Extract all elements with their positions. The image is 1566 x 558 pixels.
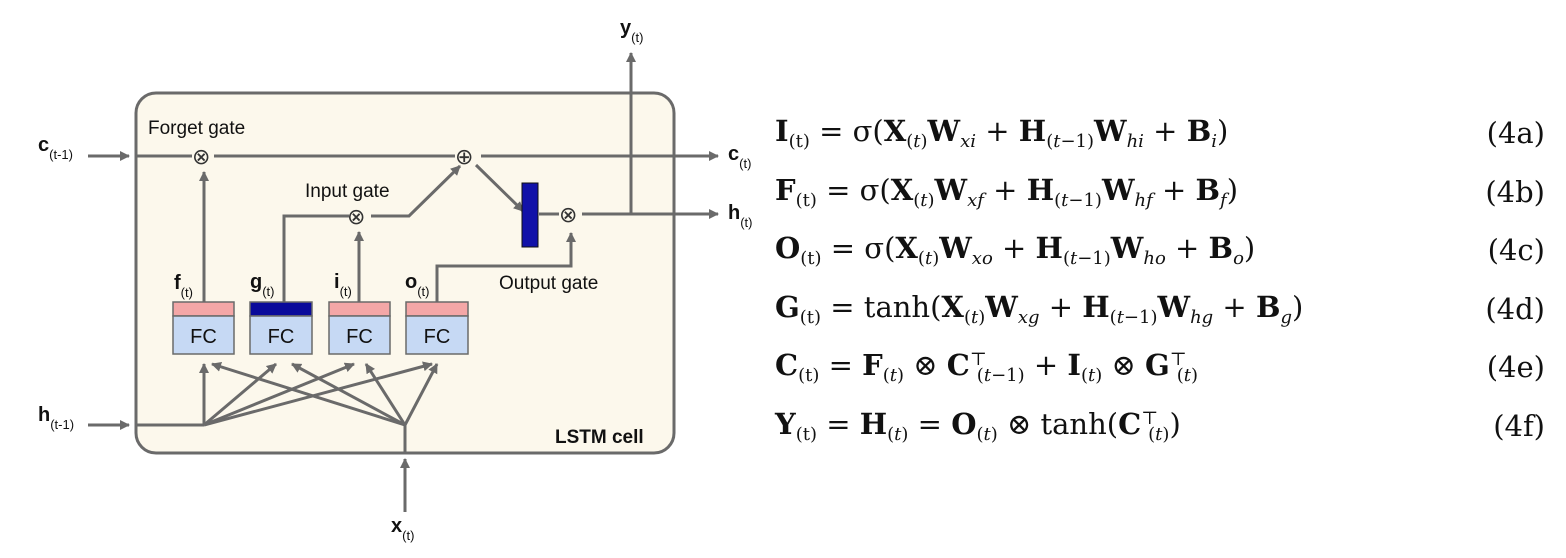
forget-multiply-operator: ⊗ [192,145,210,170]
equations-block: I(t) = σ(X(t)Wxi + H(t−1)Whi + Bi) (4a) … [775,104,1545,455]
equation-number: (4b) [1485,174,1545,209]
fc-label: FC [424,326,451,348]
lstm-cell-diagram: LSTM cell [38,17,753,543]
fc-label: FC [268,326,295,348]
lstm-cell-label: LSTM cell [555,427,644,448]
input-multiply-operator: ⊗ [347,205,365,230]
equation-row-4b: F(t) = σ(X(t)Wxf + H(t−1)Whf + Bf) (4b) [775,163,1545,222]
equation-number: (4a) [1486,116,1545,151]
input-h-prev-label: h(t-1) [38,404,74,432]
equation-number: (4c) [1487,233,1545,268]
add-operator: ⊕ [455,145,473,170]
equation-number: (4d) [1485,291,1545,326]
input-x-label: x(t) [391,515,414,543]
equation-output: Y(t) = H(t) = O(t) ⊗ tanh(C⊤(t)) [775,406,1181,445]
fc-label: FC [346,326,373,348]
output-c-label: c(t) [728,143,751,171]
equation-cell-state: C(t) = F(t) ⊗ C⊤(t−1) + I(t) ⊗ G⊤(t) [775,348,1199,387]
fc-block-o: FC [405,301,469,355]
equation-number: (4e) [1486,350,1545,385]
equation-row-4c: O(t) = σ(X(t)Wxo + H(t−1)Who + Bo) (4c) [775,221,1545,280]
equation-candidate: G(t) = tanh(X(t)Wxg + H(t−1)Whg + Bg) [775,289,1304,328]
fc-block-f: FC [172,301,235,355]
equation-output-gate: O(t) = σ(X(t)Wxo + H(t−1)Who + Bo) [775,231,1256,270]
fc-label: FC [190,326,217,348]
output-multiply-operator: ⊗ [559,203,577,228]
output-gate-label: Output gate [499,273,598,294]
gate-label-f: f(t) [174,272,193,300]
output-h-label: h(t) [728,202,753,230]
input-gate-label: Input gate [305,181,390,202]
equation-forget-gate: F(t) = σ(X(t)Wxf + H(t−1)Whf + Bf) [775,172,1239,211]
equation-number: (4f) [1493,408,1545,443]
forget-gate-label: Forget gate [148,118,245,139]
output-y-label: y(t) [620,17,643,45]
equation-row-4f: Y(t) = H(t) = O(t) ⊗ tanh(C⊤(t)) (4f) [775,397,1545,456]
equation-row-4d: G(t) = tanh(X(t)Wxg + H(t−1)Whg + Bg) (4… [775,280,1545,339]
equation-row-4e: C(t) = F(t) ⊗ C⊤(t−1) + I(t) ⊗ G⊤(t) (4e… [775,338,1545,397]
input-c-prev-label: c(t-1) [38,134,73,162]
fc-block-i: FC [328,301,391,355]
connection-arrows [88,52,719,512]
equation-row-4a: I(t) = σ(X(t)Wxi + H(t−1)Whi + Bi) (4a) [775,104,1545,163]
fc-block-g: FC [249,301,313,355]
tanh-activation-bar [521,182,539,248]
gate-label-g: g(t) [250,271,275,299]
gate-label-i: i(t) [334,271,352,299]
equation-input-gate: I(t) = σ(X(t)Wxi + H(t−1)Whi + Bi) [775,114,1229,153]
gate-label-o: o(t) [405,271,430,299]
